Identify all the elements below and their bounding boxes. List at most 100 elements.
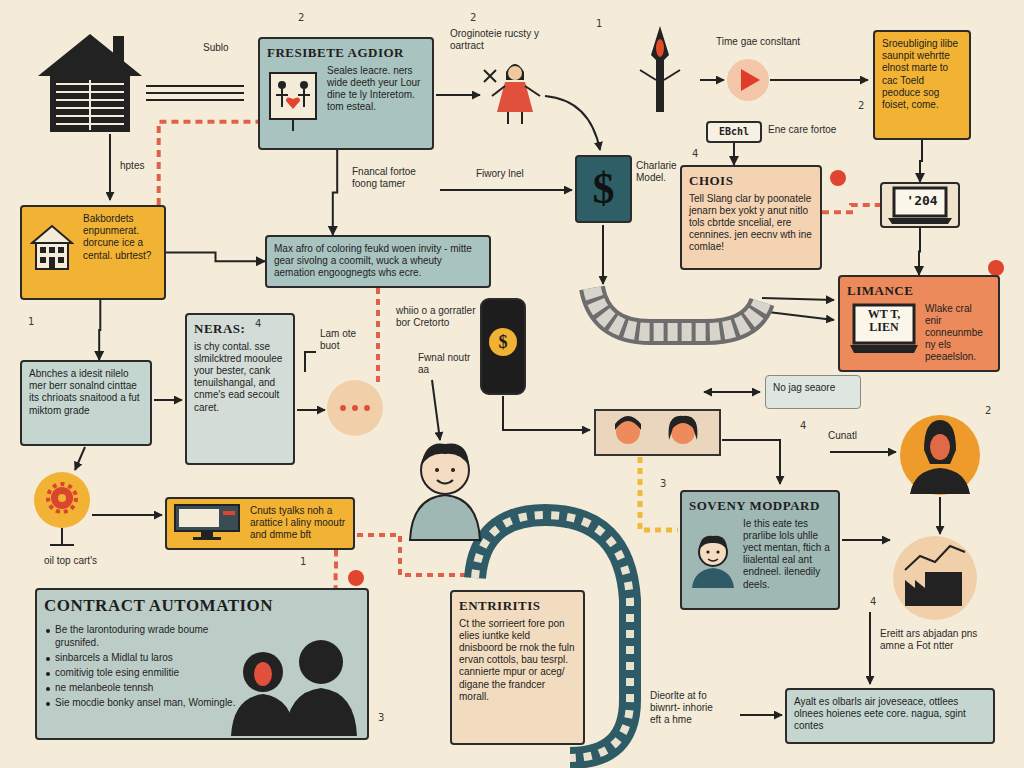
connector xyxy=(333,150,337,235)
box-text: Cnuts tyalks noh a arattice l aliny moou… xyxy=(250,505,346,542)
bullet-item: Be the larontoduring wrade boume grusnif… xyxy=(44,624,240,648)
note-label: hptes xyxy=(120,160,155,172)
people-silhouettes xyxy=(227,632,359,736)
note-label: Fiwory lnel xyxy=(476,168,546,180)
callout-number: 4 xyxy=(870,596,882,608)
house-icon xyxy=(30,223,74,273)
dotted-circle xyxy=(327,380,383,436)
process-box: FRESIBETE AGDIOR Seales leacre. ners wide… xyxy=(258,37,434,150)
note-label: oil top cart's xyxy=(44,555,114,567)
process-box: Max afro of coloring feukd woen invity -… xyxy=(265,235,491,288)
connector xyxy=(920,140,922,182)
bullet-item: comitivig tole esing enmilitie xyxy=(44,667,240,679)
currency-box: $ xyxy=(575,155,632,223)
box-heading: CONTRACT AUTOMATION xyxy=(44,596,360,616)
callout-number: 1 xyxy=(300,556,312,568)
dashed-paths xyxy=(357,286,678,575)
connector xyxy=(334,550,338,588)
callout-number: 3 xyxy=(378,712,390,724)
box-text: Wlake cral enir conneunmbe ny els peeael… xyxy=(925,303,991,364)
process-box: SOVENY MODPARD Ie this eate tes prarlibe … xyxy=(680,490,840,610)
box-text: Bakbordets enpunmerat. dorcune ice a cen… xyxy=(83,213,157,262)
process-box: CONTRACT AUTOMATION Be the larontoduring … xyxy=(35,588,369,740)
note-label: whiio o a gorratler bor Cretorto xyxy=(396,305,476,329)
callout-number: 2 xyxy=(470,12,482,24)
box-text: Tell Slang clar by poonatele jenarn bex … xyxy=(689,193,813,254)
callout-number: 4 xyxy=(255,318,267,330)
connector xyxy=(99,300,100,360)
box-text: Ayalt es olbarls air joveseace, ottlees … xyxy=(794,696,986,733)
box-text: EBchl xyxy=(710,126,758,138)
laptop-box: '204 xyxy=(880,182,960,228)
box-text: No jag seaore xyxy=(773,382,853,394)
monitor-icon xyxy=(173,503,241,541)
note-box: Sroeubliging ilibe saunpit wehrtte elnos… xyxy=(873,30,971,140)
connector xyxy=(919,228,920,275)
callout-number: 4 xyxy=(692,148,704,160)
gear-icon xyxy=(34,472,90,545)
conveyor-belt xyxy=(592,288,762,332)
box-text: Sroeubliging ilibe saunpit wehrtte elnos… xyxy=(882,38,962,111)
note-box: Ayalt es olbarls air joveseace, ottlees … xyxy=(785,688,995,744)
box-heading: CHOIS xyxy=(689,173,813,189)
play-button xyxy=(727,59,769,101)
process-box: NERAS: is chy contal. sse slmilcktred moo… xyxy=(185,313,295,465)
callout-number: 2 xyxy=(298,12,310,24)
woman-portrait xyxy=(900,415,980,495)
chart-circle xyxy=(893,536,977,620)
process-box: LIMANCE WT T, LIEN Wlake cral enir conneun… xyxy=(838,275,1000,372)
process-box: Cnuts tyalks noh a arattice l aliny moou… xyxy=(165,497,355,550)
connector xyxy=(159,122,258,205)
bullet-item: ne melanbeole tennsh xyxy=(44,682,240,694)
person-pair xyxy=(595,410,720,455)
callout-number: 4 xyxy=(800,420,812,432)
note-label: Ereitt ars abjadan pns amne a Fot ntter xyxy=(880,628,995,652)
connector xyxy=(166,253,265,262)
phone-box: $ xyxy=(480,298,526,395)
box-text: Ie this eate tes prarlibe lols uhlle yec… xyxy=(743,518,831,591)
note-label: Lam ote buot xyxy=(320,328,370,352)
note-label: Sublo xyxy=(203,42,243,54)
note-box: No jag seaore xyxy=(765,375,861,409)
tag-box: EBchl xyxy=(706,121,762,143)
box-text: Abnches a idesit nilelo mer berr sonalnd… xyxy=(29,368,143,417)
box-text: $ xyxy=(489,328,517,356)
box-heading: FRESIBETE AGDIOR xyxy=(267,45,425,61)
torch-symbol xyxy=(640,26,680,112)
note-label: Dieorlte at fo biwnrt- inhorie eft a hme xyxy=(650,690,725,726)
note-label: Fwnal noutr aa xyxy=(418,352,473,376)
box-heading: SOVENY MODPARD xyxy=(689,498,831,514)
box-text: is chy contal. sse slmilcktred mooulee y… xyxy=(194,341,286,414)
note-label: Oroginoteie rucsty y oartract xyxy=(450,28,560,52)
process-box: CHOIS Tell Slang clar by poonatele jenarn… xyxy=(680,165,822,270)
box-text: $ xyxy=(579,161,628,217)
box-heading: LIMANCE xyxy=(847,283,991,299)
tomato xyxy=(348,170,1004,586)
house-icon xyxy=(38,34,142,132)
callout-number: 3 xyxy=(660,478,672,490)
screen-text: WT T, LIEN xyxy=(856,308,912,334)
callout-number: 1 xyxy=(596,18,608,30)
woman-figure xyxy=(492,64,540,124)
figure-icon xyxy=(268,71,318,133)
box-heading: NERAS: xyxy=(194,321,286,337)
screen-text: '204 xyxy=(896,193,948,209)
box-text: Seales leacre. ners wide deeth yeur Lour… xyxy=(327,65,425,114)
box-text: Max afro of coloring feukd woen invity -… xyxy=(274,243,482,280)
callout-number: 2 xyxy=(858,100,870,112)
note-label: Fnancal fortoe foong tamer xyxy=(352,166,432,190)
bullet-item: Sie mocdie bonky ansel man, Womingle. xyxy=(44,697,240,709)
process-box: ENTRIRITISCt the sorrieert fore pon elie… xyxy=(450,590,585,745)
note-label: Cunatl xyxy=(828,430,868,442)
note-label: Ene care fortoe xyxy=(768,124,848,136)
bullet-item: sinbarcels a Midlal tu laros xyxy=(44,652,240,664)
connector xyxy=(822,205,880,212)
callout-number: 1 xyxy=(28,316,40,328)
man-figure xyxy=(410,443,480,540)
note-label: Time gae consltant xyxy=(716,36,816,48)
connector xyxy=(733,143,735,165)
face-icon xyxy=(690,530,736,590)
note-label: Charlarie Model. xyxy=(636,160,680,184)
note-box: Abnches a idesit nilelo mer berr sonalnd… xyxy=(20,360,152,446)
